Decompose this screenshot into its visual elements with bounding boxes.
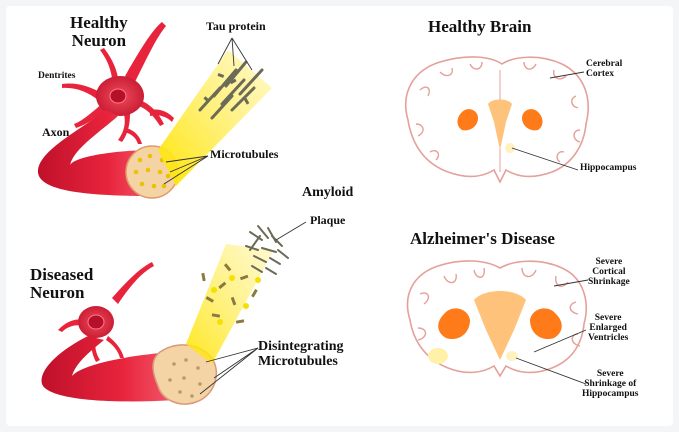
healthy-ventricle-center — [488, 100, 512, 151]
alz-hippocampus-spot-right — [506, 351, 518, 361]
label-healthy-neuron: Healthy Neuron — [70, 14, 128, 50]
healthy-nucleus — [110, 89, 126, 103]
diseased-dendrite-right — [106, 336, 124, 358]
diseased-dendrite-top — [112, 262, 154, 304]
label-diseased-neuron: Diseased Neuron — [30, 266, 93, 302]
diseased-neuron — [42, 226, 288, 404]
label-alzheimers-disease: Alzheimer's Disease — [410, 230, 555, 248]
alz-hippocampus-spot — [428, 348, 448, 364]
label-cerebral-cortex: Cerebral Cortex — [586, 60, 622, 80]
label-amyloid: Amyloid — [302, 186, 353, 201]
healthy-dendrite-top — [125, 22, 166, 84]
label-axon: Axon — [42, 126, 69, 139]
label-disintegrating-microtubules: Disintegrating Microtubules — [258, 340, 344, 369]
label-plaque: Plaque — [310, 214, 345, 227]
label-healthy-brain: Healthy Brain — [428, 18, 531, 36]
healthy-dendrite-bottom — [118, 114, 130, 142]
healthy-dendrite-left — [62, 83, 100, 100]
diseased-nucleus — [88, 315, 104, 329]
alz-ventricle-center — [474, 291, 526, 360]
label-severe-cortical-shrinkage: Severe Cortical Shrinkage — [588, 258, 630, 288]
healthy-tau-beam — [158, 50, 272, 186]
label-hippocampus: Hippocampus — [580, 164, 637, 174]
healthy-dendrite-bottom-branch — [124, 128, 142, 144]
label-dentrites: Dentrites — [38, 72, 75, 82]
healthy-hippocampus-spot — [505, 143, 515, 153]
alz-ventricle-right — [530, 308, 562, 339]
label-severe-enlarged-ventricles: Severe Enlarged Ventricles — [588, 314, 628, 344]
alz-ventricle-left — [438, 308, 470, 339]
healthy-ventricle-left — [458, 109, 479, 130]
label-microtubules: Microtubules — [210, 148, 278, 161]
healthy-ventricle-right — [522, 109, 543, 130]
healthy-dendrite-up — [100, 48, 118, 78]
alzheimers-brain — [408, 261, 587, 376]
label-severe-shrinkage-hippocampus: Severe Shrinkage of Hippocampus — [582, 370, 639, 400]
label-tau-protein: Tau protein — [206, 20, 266, 33]
